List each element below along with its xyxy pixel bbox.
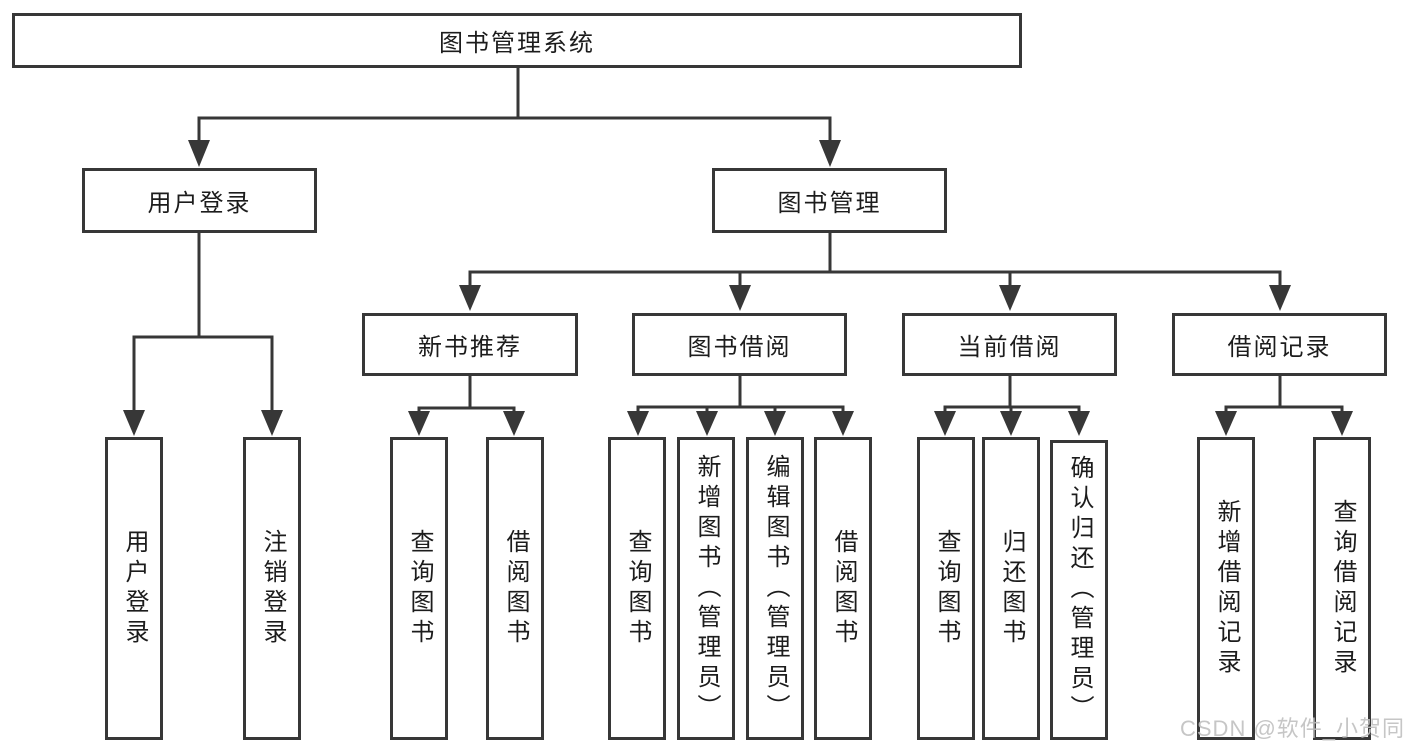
leaf-logout: 注销登录 — [243, 437, 301, 740]
leaf-return-books: 归还图书 — [982, 437, 1040, 740]
leaf-confirm-return-admin: 确认归还（管理员） — [1050, 440, 1108, 740]
node-user-login: 用户登录 — [82, 168, 317, 233]
leaf-query-books-current: 查询图书 — [917, 437, 975, 740]
leaf-query-books-borrowing: 查询图书 — [608, 437, 666, 740]
leaf-borrow-books-borrowing: 借阅图书 — [814, 437, 872, 740]
leaf-add-borrow-record: 新增借阅记录 — [1197, 437, 1255, 740]
node-book-borrowing: 图书借阅 — [632, 313, 847, 376]
leaf-borrow-books-recommend: 借阅图书 — [486, 437, 544, 740]
node-book-management: 图书管理 — [712, 168, 947, 233]
node-system-root: 图书管理系统 — [12, 13, 1022, 68]
node-current-borrowing: 当前借阅 — [902, 313, 1117, 376]
leaf-user-login: 用户登录 — [105, 437, 163, 740]
leaf-query-books-recommend: 查询图书 — [390, 437, 448, 740]
leaf-add-books-admin: 新增图书（管理员） — [677, 437, 735, 740]
leaf-query-borrow-record: 查询借阅记录 — [1313, 437, 1371, 740]
csdn-watermark: CSDN @软件_小贺同学 — [1180, 716, 1405, 741]
node-new-book-recommendation: 新书推荐 — [362, 313, 578, 376]
node-borrowing-records: 借阅记录 — [1172, 313, 1387, 376]
leaf-edit-books-admin: 编辑图书（管理员） — [746, 437, 804, 740]
